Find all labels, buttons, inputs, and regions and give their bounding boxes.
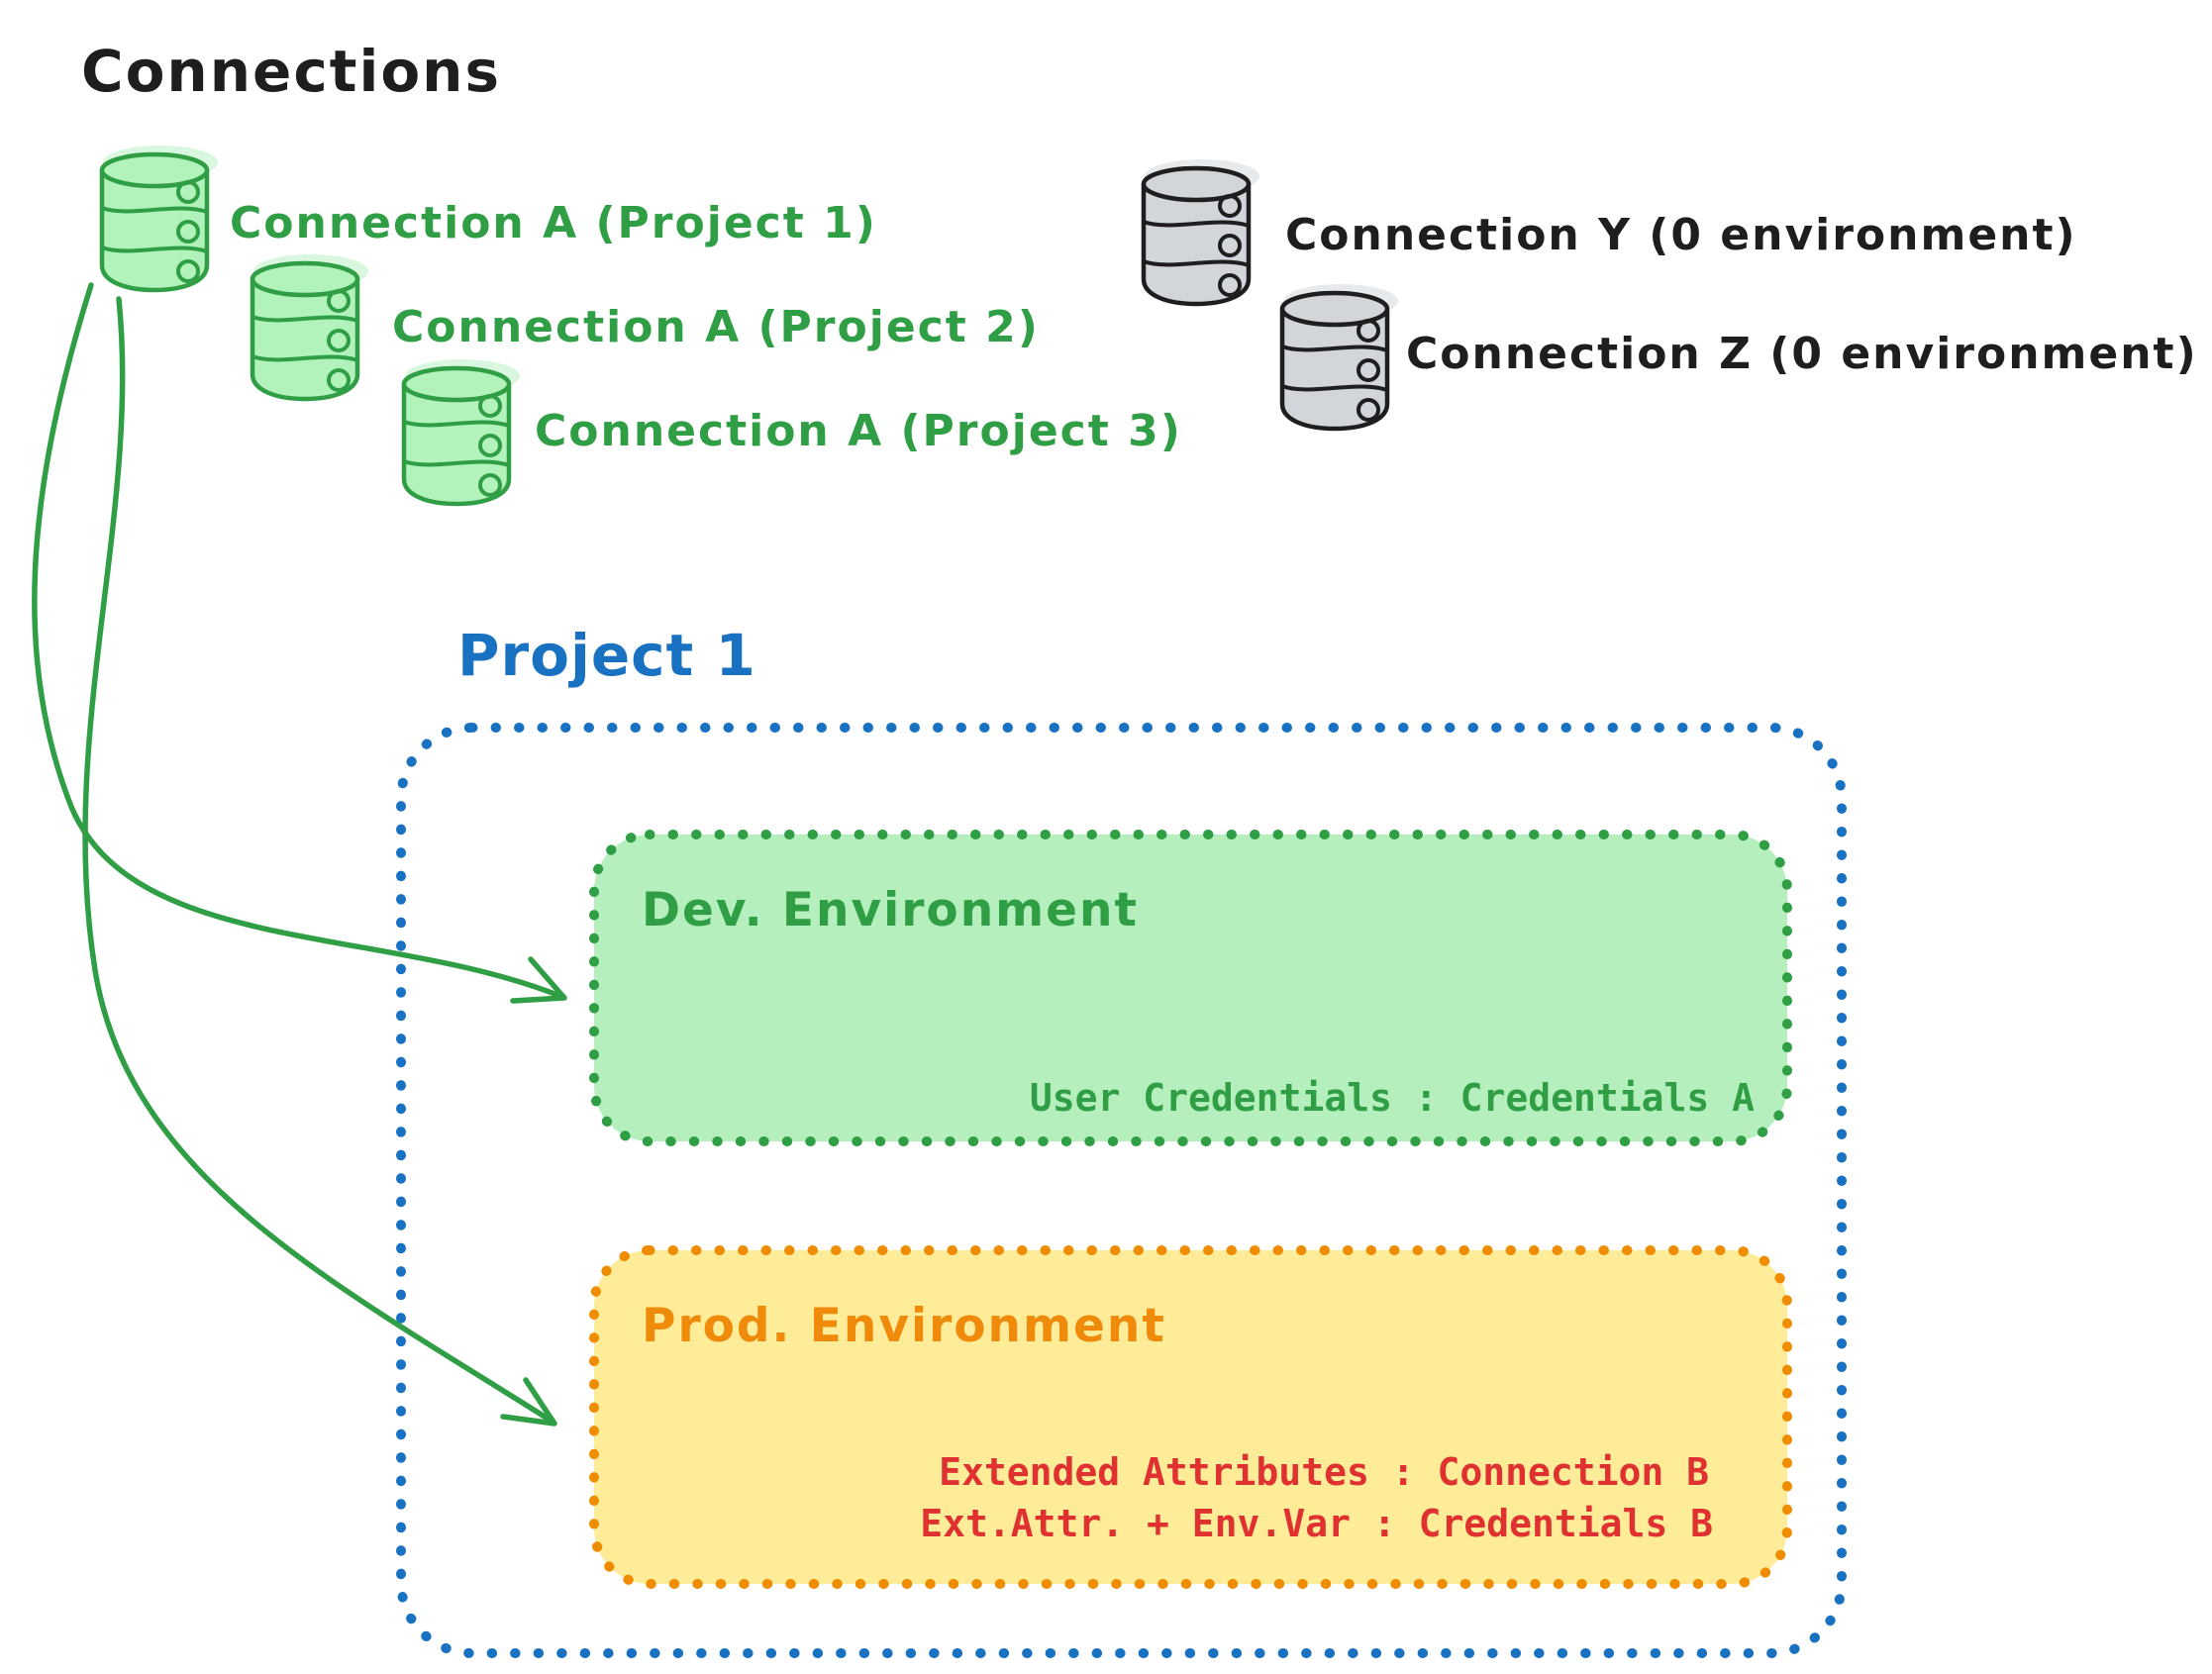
arrow-connection-a-to-dev-environment xyxy=(32,282,567,1004)
project-1-title: Project 1 xyxy=(457,622,756,689)
dev-credentials-text: User Credentials : Credentials A xyxy=(1030,1076,1755,1120)
label-connection-a-project-2: Connection A (Project 2) xyxy=(392,302,1040,352)
database-icon-connection-a-project-3 xyxy=(401,359,520,507)
prod-extended-attributes-text: Extended Attributes : Connection B xyxy=(939,1450,1709,1494)
prod-environment-title: Prod. Environment xyxy=(642,1299,1166,1353)
page-title: Connections xyxy=(81,38,501,105)
database-icon-connection-y xyxy=(1141,159,1259,307)
database-icon-connection-a-project-2 xyxy=(250,254,368,402)
arrow-connection-a-to-prod-environment xyxy=(82,296,557,1427)
label-connection-z: Connection Z (0 environment) xyxy=(1406,329,2198,379)
prod-environment-box: Prod. Environment Extended Attributes : … xyxy=(589,1245,1792,1589)
database-icon-connection-z xyxy=(1279,284,1398,432)
database-icon-connection-a-project-1 xyxy=(99,146,218,293)
project-1-container xyxy=(396,723,1847,1658)
dev-environment-box: Dev. Environment User Credentials : Cred… xyxy=(589,830,1792,1146)
label-connection-y: Connection Y (0 environment) xyxy=(1285,210,2077,260)
dev-environment-title: Dev. Environment xyxy=(642,883,1139,937)
label-connection-a-project-1: Connection A (Project 1) xyxy=(230,198,877,248)
prod-ext-attr-env-var-text: Ext.Attr. + Env.Var : Credentials B xyxy=(920,1502,1713,1545)
label-connection-a-project-3: Connection A (Project 3) xyxy=(535,406,1182,456)
